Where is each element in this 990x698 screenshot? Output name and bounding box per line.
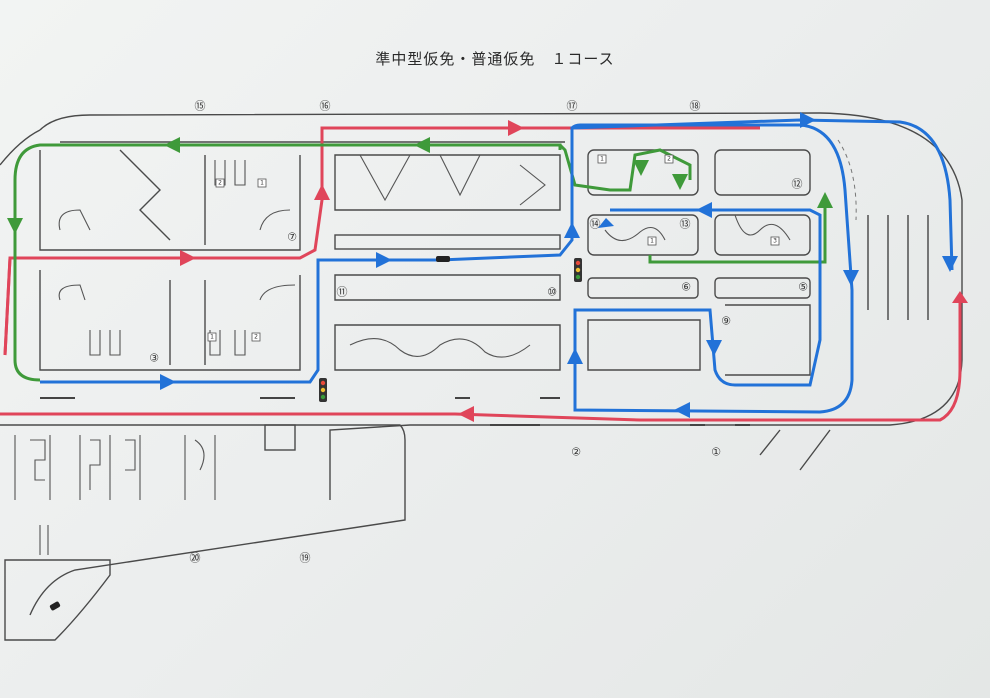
point-5: ⑤ xyxy=(798,281,808,294)
box-label: 1 xyxy=(210,334,214,341)
point-19: ⑲ xyxy=(300,552,311,565)
point-20: ⑳ xyxy=(190,552,201,565)
point-11: ⑪ xyxy=(337,286,348,299)
page-title: 準中型仮免・普通仮免 １コース xyxy=(375,50,615,68)
point-1: ① xyxy=(711,446,721,459)
point-18: ⑱ xyxy=(690,100,701,113)
box-label: 3 xyxy=(773,238,777,245)
box-label: 2 xyxy=(667,156,671,163)
point-14: ⑭ xyxy=(590,218,601,231)
car-marker-bottom xyxy=(49,601,61,611)
car-marker-center xyxy=(436,256,450,262)
box-label: 2 xyxy=(218,180,222,187)
box-label: 1 xyxy=(260,180,264,187)
point-12: ⑫ xyxy=(792,178,803,191)
point-2: ② xyxy=(571,446,581,459)
route-blue xyxy=(40,112,958,418)
box-label: 2 xyxy=(254,334,258,341)
route-green xyxy=(7,137,833,382)
course-roads xyxy=(0,112,963,641)
point-9: ⑨ xyxy=(721,315,731,328)
point-6: ⑥ xyxy=(681,281,691,294)
box-label: 1 xyxy=(600,156,604,163)
box-label: 1 xyxy=(650,238,654,245)
point-13: ⑬ xyxy=(680,218,691,231)
point-labels: ⑮ ⑯ ⑰ ⑱ ⑫ ⑦ ⑭ ⑬ ⑪ ⑩ ⑥ ⑤ ⑨ ③ ② ① ⑳ ⑲ xyxy=(149,100,808,565)
route-red xyxy=(0,120,968,422)
numbered-boxes: 2 1 1 2 1 2 1 3 xyxy=(207,154,780,342)
traffic-signal-center xyxy=(574,258,582,282)
traffic-signal-bottom xyxy=(319,378,327,402)
point-16: ⑯ xyxy=(320,100,331,113)
point-15: ⑮ xyxy=(195,100,206,113)
point-10: ⑩ xyxy=(547,286,557,299)
point-3: ③ xyxy=(149,352,159,365)
point-7: ⑦ xyxy=(287,231,297,244)
point-17: ⑰ xyxy=(567,100,578,113)
